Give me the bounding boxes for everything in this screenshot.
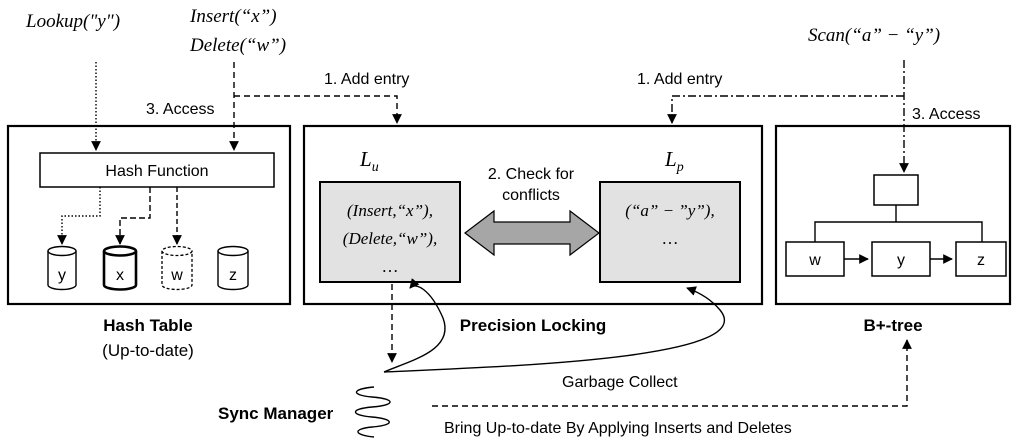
- check-conflicts-line1: 2. Check for: [488, 166, 575, 183]
- hash-to-x-arrow: [115, 187, 151, 245]
- add-entry-lu-arrow: [234, 95, 402, 124]
- bucket-w: w: [161, 245, 193, 291]
- bucket-w-label: w: [170, 267, 183, 284]
- conflict-check-double-arrow: [464, 209, 600, 257]
- btree-leaf-z: [955, 241, 1007, 277]
- bucket-x-label: x: [116, 267, 124, 284]
- add-entry-left-label: 1. Add entry: [324, 71, 409, 88]
- btree-root-node: [873, 174, 919, 206]
- lu-label: Lu: [359, 147, 379, 175]
- lu-entry-2: (Delete,“w”),: [343, 229, 437, 248]
- lu-entry-1: (Insert,“x”),: [347, 201, 433, 220]
- btree-leaf-w-label: w: [808, 252, 821, 269]
- lp-label: Lp: [664, 147, 684, 175]
- lu-box: [319, 181, 461, 283]
- garbage-collect-lu-arrow: [383, 278, 446, 373]
- garbage-collect-label: Garbage Collect: [562, 374, 678, 391]
- scan-op-label: Scan(“a” − “y”): [808, 25, 940, 46]
- lookup-op-label: Lookup("y"): [25, 11, 120, 32]
- btree-leaf-w: [785, 241, 845, 277]
- lp-box: [599, 181, 741, 283]
- bucket-y-label: y: [58, 267, 66, 284]
- lp-entry-1: (“a” − ”y”),: [625, 201, 714, 220]
- hash-table-subtitle: (Up-to-date): [102, 341, 194, 360]
- hash-function-box: [39, 152, 275, 188]
- btree-title: B+-tree: [863, 316, 922, 335]
- delete-op-label: Delete(“w”): [189, 35, 286, 56]
- bucket-z: z: [217, 245, 249, 291]
- bring-up-to-date-label: Bring Up-to-date By Applying Inserts and…: [444, 420, 792, 437]
- bucket-x: x: [102, 245, 138, 291]
- btree-leaf-z-label: z: [977, 252, 985, 269]
- check-conflicts-line2: conflicts: [502, 187, 560, 204]
- access-right-label: 3. Access: [912, 106, 980, 123]
- sync-manager-squiggle: [354, 386, 391, 438]
- bucket-z-label: z: [229, 267, 237, 284]
- hash-table-title: Hash Table: [103, 316, 192, 335]
- bucket-y: y: [47, 245, 77, 291]
- btree-branch-lines: [814, 205, 983, 242]
- garbage-collect-lp-arrow: [383, 286, 725, 373]
- lp-entry-2: …: [662, 229, 679, 248]
- add-entry-right-label: 1. Add entry: [637, 71, 722, 88]
- access-left-label: 3. Access: [146, 101, 214, 118]
- hash-to-y-arrow: [57, 187, 101, 245]
- insert-op-label: Insert(“x”): [189, 6, 277, 27]
- btree-leaf-y: [871, 241, 931, 277]
- add-entry-lp-arrow: [667, 95, 904, 124]
- btree-box: [774, 124, 1012, 306]
- sync-to-btree-arrow: [432, 339, 912, 407]
- lu-entry-3: …: [382, 257, 399, 276]
- precision-locking-title: Precision Locking: [460, 316, 606, 335]
- btree-leaf-y-label: y: [897, 252, 905, 269]
- hash-function-label: Hash Function: [105, 163, 208, 180]
- sync-manager-label: Sync Manager: [218, 404, 334, 423]
